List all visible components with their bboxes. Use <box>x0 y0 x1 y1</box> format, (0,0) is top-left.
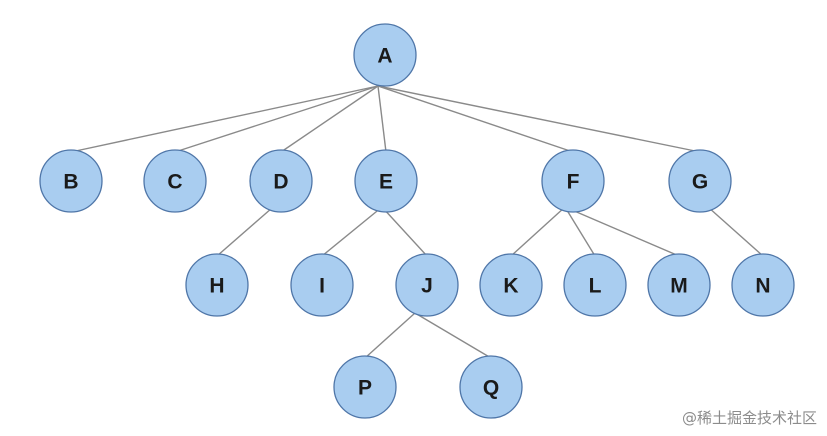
node-circle <box>668 149 732 213</box>
node-d: D <box>249 149 313 213</box>
node-circle <box>563 253 627 317</box>
node-label: F <box>567 171 580 194</box>
edges-layer <box>70 85 764 359</box>
node-circle <box>647 253 711 317</box>
node-circle <box>395 253 459 317</box>
edge-f-k <box>510 206 566 257</box>
edge-a-f <box>377 85 574 153</box>
node-a: A <box>353 23 417 87</box>
node-h: H <box>185 253 249 317</box>
node-circle <box>459 355 523 419</box>
node-label: Q <box>483 377 499 400</box>
node-label: G <box>692 171 708 194</box>
node-b: B <box>39 149 103 213</box>
edge-a-d <box>280 85 379 153</box>
node-n: N <box>731 253 795 317</box>
node-circle <box>731 253 795 317</box>
node-q: Q <box>459 355 523 419</box>
watermark-text: @稀土掘金技术社区 <box>681 409 817 427</box>
node-f: F <box>541 149 605 213</box>
node-p: P <box>333 355 397 419</box>
node-label: H <box>209 275 224 298</box>
edge-d-h <box>216 207 273 257</box>
node-circle <box>290 253 354 317</box>
edge-j-p <box>364 312 416 359</box>
node-label: N <box>755 275 770 298</box>
node-circle <box>185 253 249 317</box>
node-label: A <box>377 45 392 68</box>
node-label: I <box>319 275 325 298</box>
edge-a-c <box>174 85 379 153</box>
node-label: L <box>589 275 602 298</box>
node-g: G <box>668 149 732 213</box>
node-label: E <box>379 171 393 194</box>
node-label: C <box>167 171 182 194</box>
edge-j-q <box>414 312 492 359</box>
edge-a-e <box>377 85 387 153</box>
node-circle <box>39 149 103 213</box>
node-circle <box>333 355 397 419</box>
node-m: M <box>647 253 711 317</box>
node-e: E <box>354 149 418 213</box>
node-c: C <box>143 149 207 213</box>
edge-e-i <box>321 206 383 257</box>
node-label: D <box>273 171 288 194</box>
node-j: J <box>395 253 459 317</box>
edge-f-l <box>564 206 596 257</box>
node-k: K <box>479 253 543 317</box>
node-i: I <box>290 253 354 317</box>
edge-a-b <box>70 85 379 153</box>
node-label: M <box>670 275 688 298</box>
node-circle <box>541 149 605 213</box>
edge-f-m <box>564 206 680 257</box>
edge-g-n <box>707 206 764 257</box>
node-label: K <box>503 275 518 298</box>
node-label: B <box>63 171 78 194</box>
nodes-layer: A B C D E F G H I J K L M N P Q <box>39 23 795 419</box>
edge-e-j <box>381 206 428 257</box>
node-label: P <box>358 377 372 400</box>
node-circle <box>143 149 207 213</box>
node-l: L <box>563 253 627 317</box>
edge-a-g <box>377 85 701 153</box>
node-label: J <box>421 275 433 298</box>
node-circle <box>479 253 543 317</box>
node-circle <box>354 149 418 213</box>
node-circle <box>249 149 313 213</box>
node-circle <box>353 23 417 87</box>
